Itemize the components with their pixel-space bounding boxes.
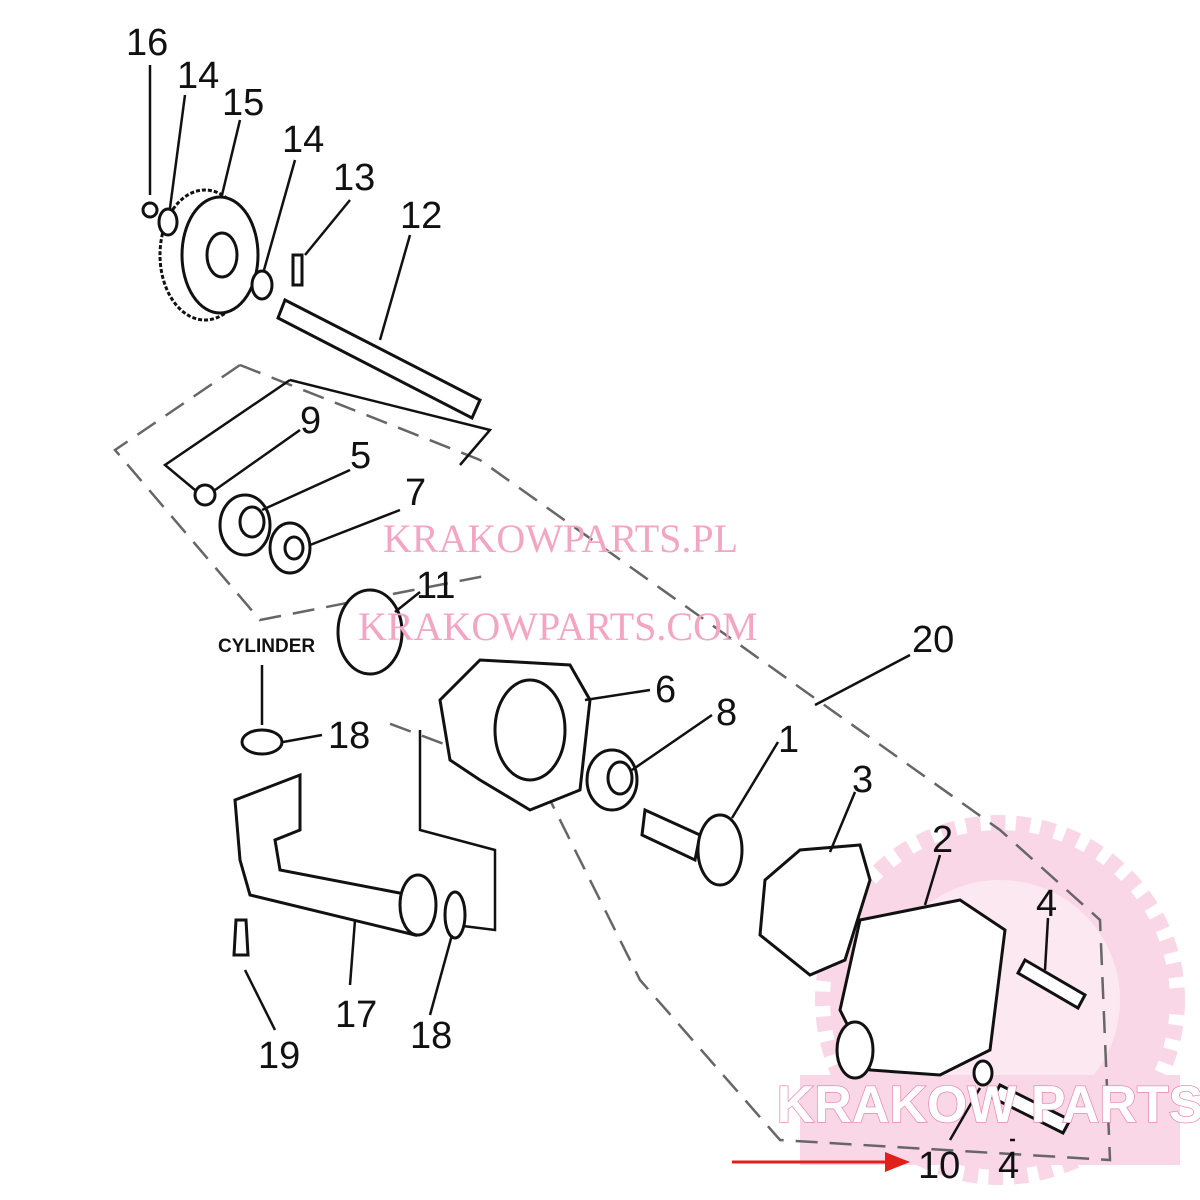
o-ring-11 — [336, 588, 404, 676]
callout-1: 1 — [778, 719, 799, 761]
callout-17: 17 — [335, 994, 377, 1036]
gasket-3 — [758, 843, 872, 977]
callout-3: 3 — [852, 759, 873, 801]
pump-cover-2 — [835, 898, 1007, 1080]
callout-13: 13 — [333, 157, 375, 199]
pump-housing-6 — [438, 658, 592, 812]
gear-15 — [158, 188, 260, 322]
callout-2: 2 — [932, 819, 953, 861]
bracket-17 — [418, 730, 497, 932]
cylinder-label: CYLINDER — [218, 636, 315, 657]
callout-20: 20 — [912, 619, 954, 661]
bolt-19 — [232, 918, 250, 957]
watermark-com: KRAKOWPARTS.COM — [358, 604, 758, 649]
callout-14b: 14 — [282, 119, 324, 161]
callout-14a: 14 — [177, 55, 219, 97]
pipe-17 — [233, 772, 438, 937]
callout-15: 15 — [222, 82, 264, 124]
red-arrow-indicator — [732, 1152, 910, 1172]
clip-16 — [141, 201, 159, 219]
washer-14b — [250, 269, 274, 301]
seal-7 — [268, 521, 312, 575]
bearing-5 — [218, 493, 272, 557]
callout-10: 10 — [918, 1145, 960, 1187]
callout-19: 19 — [258, 1035, 300, 1077]
callout-8: 8 — [716, 692, 737, 734]
bolt-4b — [990, 1083, 1073, 1135]
callout-12: 12 — [400, 195, 442, 237]
callout-9: 9 — [300, 400, 321, 442]
shaft-12 — [276, 297, 482, 421]
seal-8 — [585, 748, 639, 812]
bracket-9 — [162, 378, 493, 491]
callout-18a: 18 — [328, 715, 370, 757]
logo-text: KRAKOW PARTS — [777, 1076, 1200, 1134]
callout-4a: 4 — [1036, 883, 1057, 925]
o-ring-18a — [240, 728, 284, 756]
callout-6: 6 — [655, 669, 676, 711]
bolt-4a — [1015, 957, 1088, 1011]
callout-5: 5 — [350, 435, 371, 477]
o-ring-18b — [443, 890, 467, 940]
callout-11: 11 — [416, 565, 455, 607]
washer-10 — [972, 1059, 994, 1087]
watermark-pl: KRAKOWPARTS.PL — [383, 516, 738, 561]
washer-14a — [157, 207, 179, 237]
callout-18b: 18 — [410, 1015, 452, 1057]
impeller-1 — [640, 807, 744, 887]
callout-7: 7 — [405, 472, 426, 514]
leader-lines — [148, 65, 1050, 1142]
circlip-9 — [193, 483, 217, 507]
pin-13 — [291, 253, 304, 287]
callout-16: 16 — [126, 22, 168, 64]
callout-4b: 4 — [998, 1145, 1019, 1187]
